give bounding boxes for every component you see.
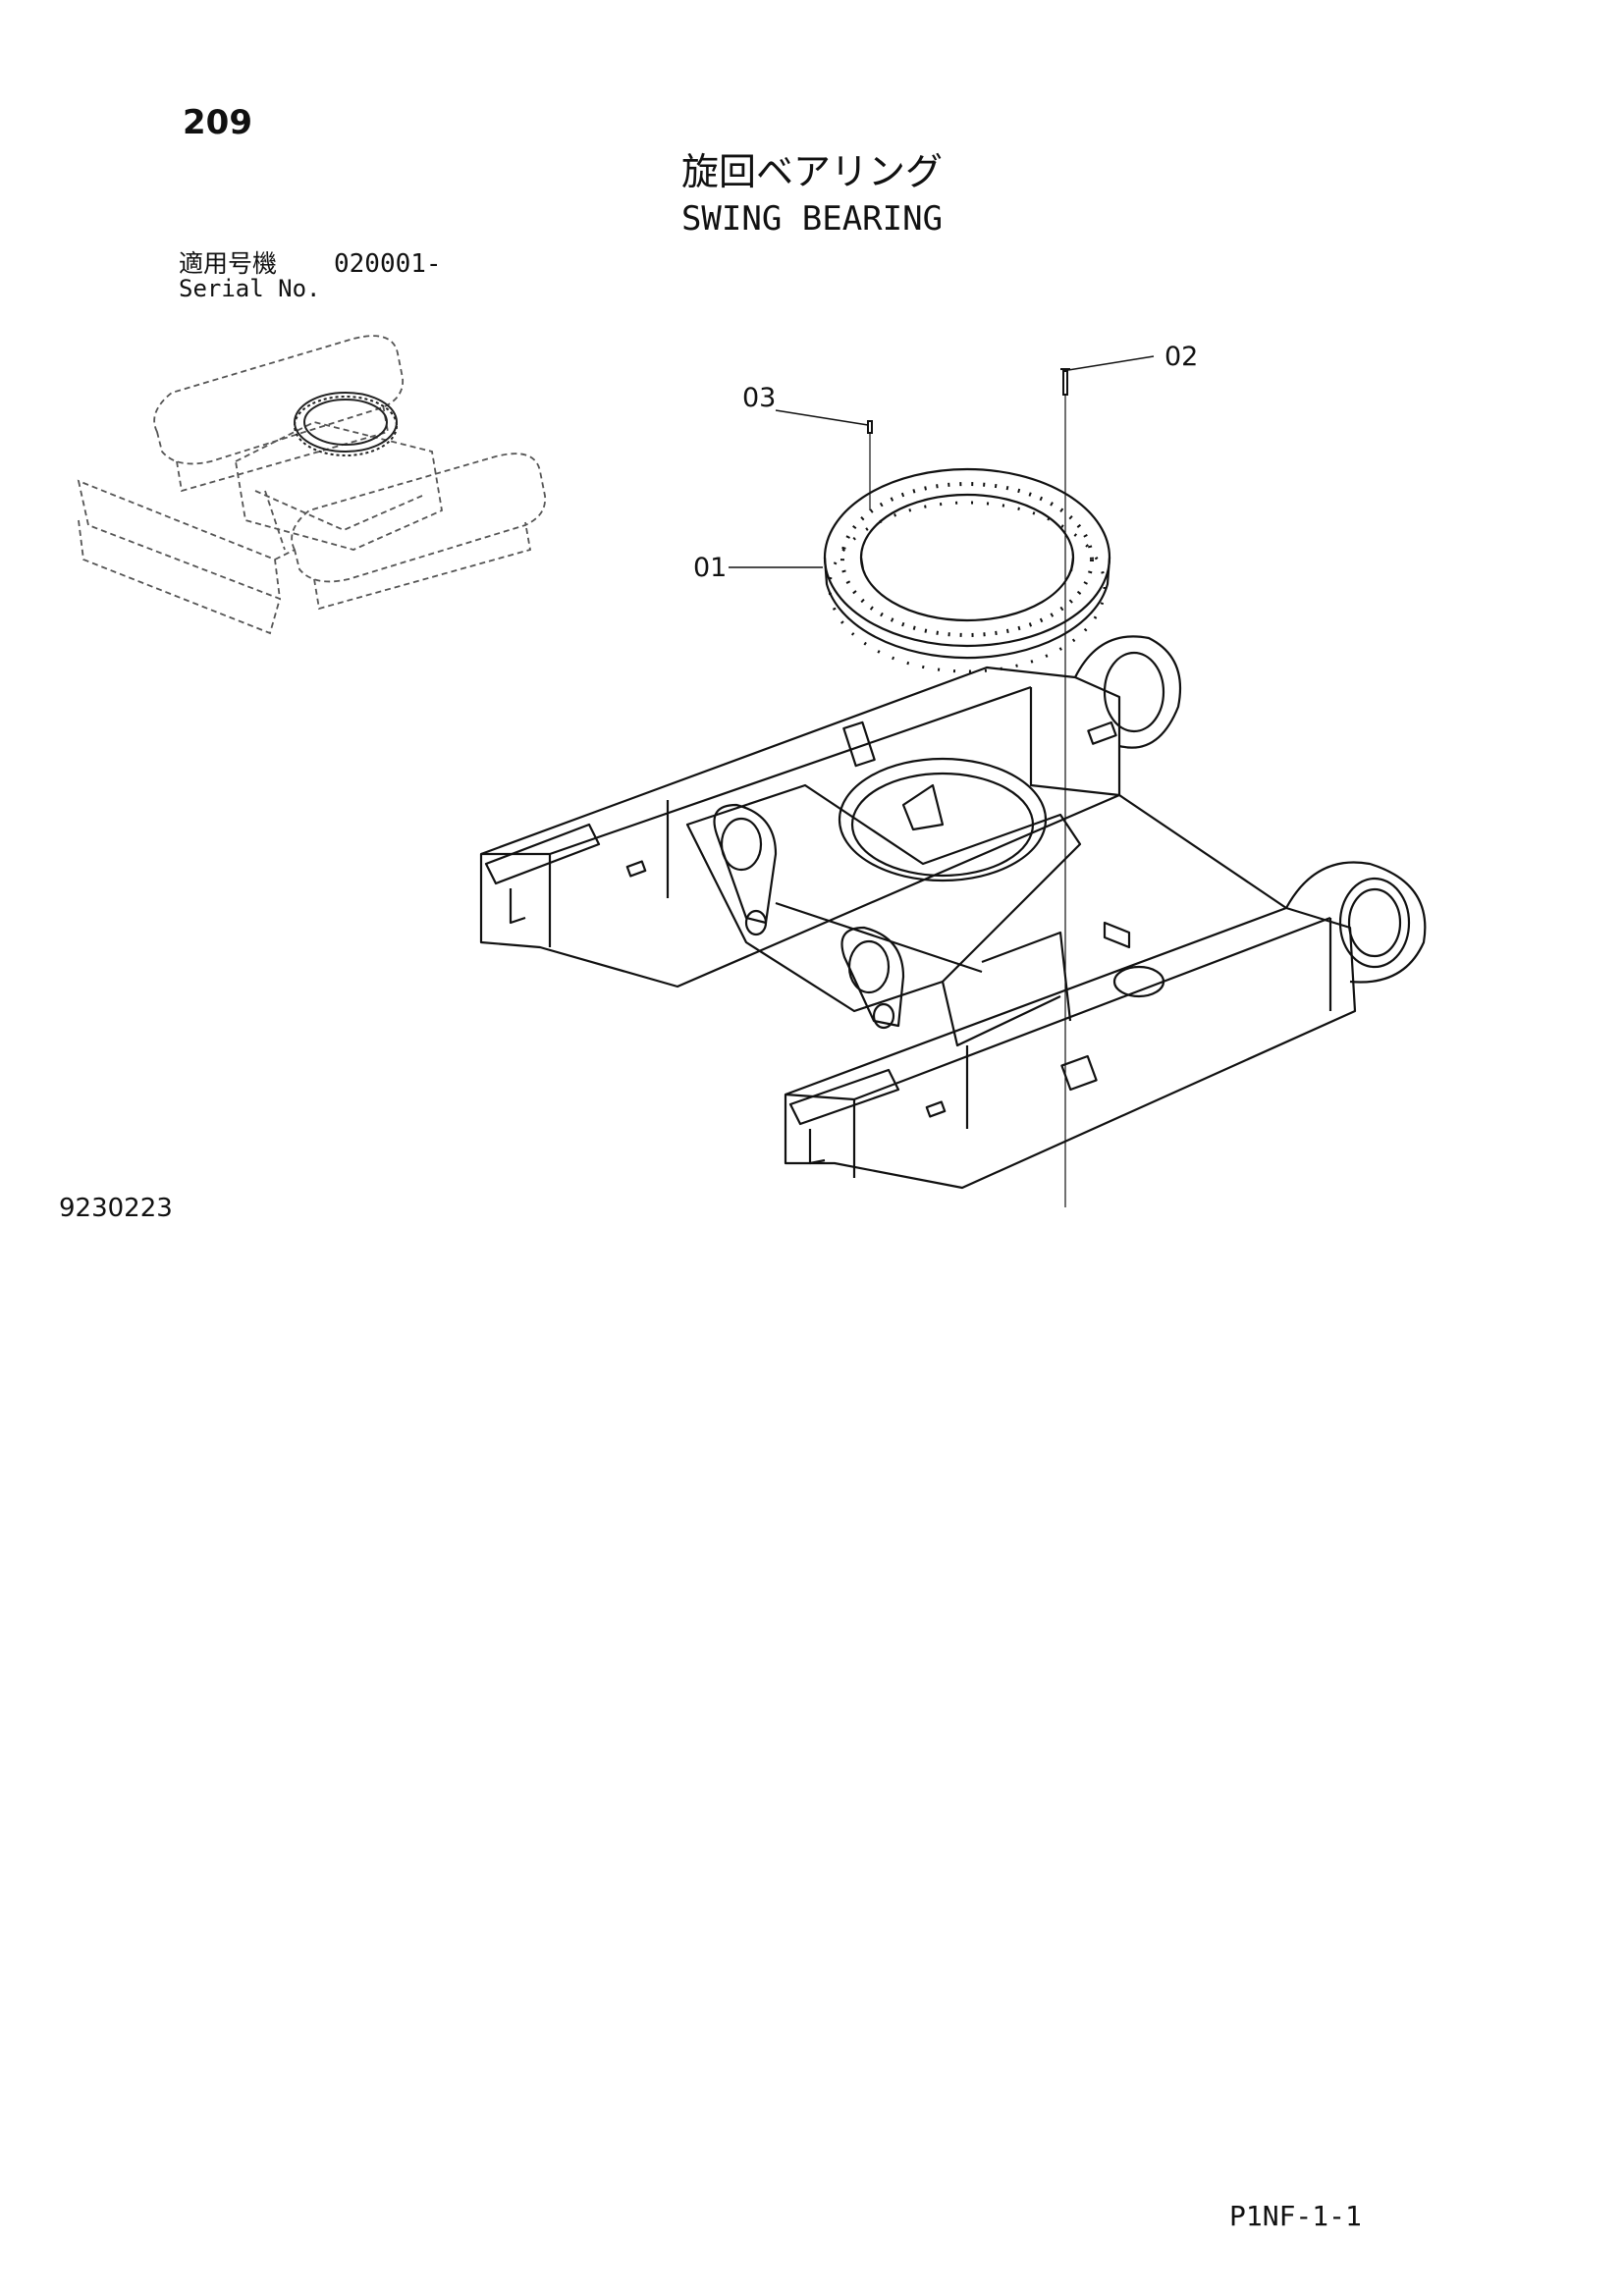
serial-range-value: 020001- xyxy=(334,249,442,279)
callout-label-03: 03 xyxy=(742,383,777,413)
page-code: P1NF-1-1 xyxy=(1229,2200,1362,2232)
pin-part-03 xyxy=(867,420,873,510)
undercarriage-frame xyxy=(479,635,1427,1190)
machine-locator-thumbnail xyxy=(77,335,547,635)
callout-label-02: 02 xyxy=(1164,342,1199,372)
diagram-title-english: SWING BEARING xyxy=(680,199,944,239)
swing-bearing-ring xyxy=(823,467,1111,673)
locator-bearing-ring xyxy=(294,392,398,456)
callout-label-01: 01 xyxy=(693,553,728,583)
serial-label-japanese: 適用号機 xyxy=(179,249,278,278)
bolt-part-02 xyxy=(1060,368,1070,1207)
callout-leaders xyxy=(729,355,1155,568)
page-number: 209 xyxy=(183,103,252,142)
drawing-number: 9230223 xyxy=(59,1194,173,1223)
diagram-title-japanese: 旋回ベアリング xyxy=(680,150,943,193)
serial-label-english: Serial No. xyxy=(179,275,321,302)
